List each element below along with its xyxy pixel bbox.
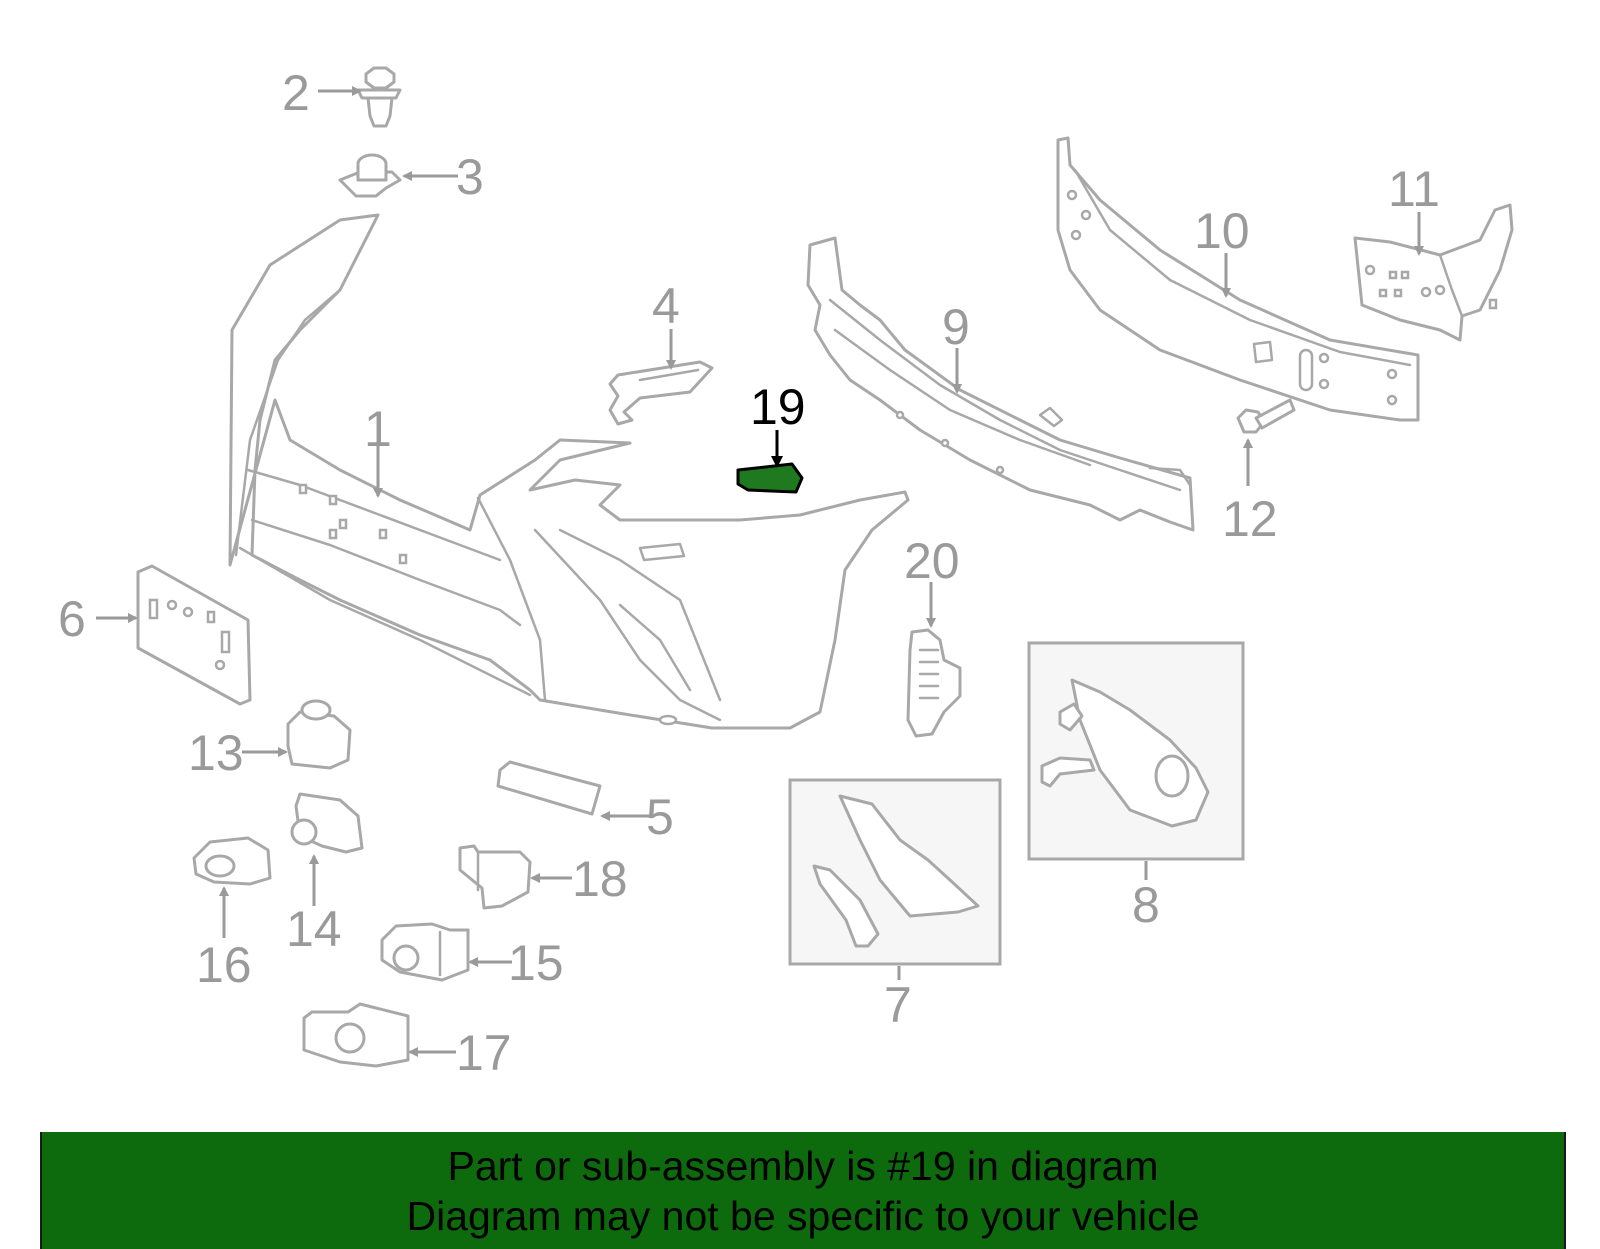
part-19-highlighted[interactable] [736,462,804,494]
callout-10[interactable]: 10 [1194,203,1250,259]
parts-diagram: 1 2 3 4 5 6 7 8 9 10 11 12 13 14 15 16 1… [58,65,1514,1081]
part-15-sensor-holder[interactable] [380,922,470,982]
callout-8[interactable]: 8 [1132,877,1160,933]
callout-1[interactable]: 1 [364,401,392,457]
callout-2[interactable]: 2 [282,65,310,121]
part-2-bolt[interactable] [356,66,402,128]
part-16-sensor[interactable] [192,836,272,886]
callout-5[interactable]: 5 [646,789,674,845]
part-4-bracket[interactable] [608,360,714,426]
banner-line-part-info: Part or sub-assembly is #19 in diagram [447,1142,1159,1189]
part-9-absorber[interactable] [806,236,1195,532]
callout-labels: 1 2 3 4 5 6 7 8 9 10 11 12 13 14 15 16 1… [58,65,1440,1081]
banner-line-disclaimer: Diagram may not be specific to your vehi… [406,1192,1200,1239]
part-20-sensor[interactable] [906,628,962,738]
part-10-reinforcement-beam[interactable] [1056,136,1420,422]
callout-16[interactable]: 16 [196,937,252,993]
callout-15[interactable]: 15 [508,935,564,991]
callout-18[interactable]: 18 [572,851,628,907]
part-6-plate-bracket[interactable] [136,564,252,706]
callout-7[interactable]: 7 [884,977,912,1033]
callout-4[interactable]: 4 [652,278,680,334]
part-18-bracket[interactable] [458,844,532,910]
part-5-strip[interactable] [496,760,602,816]
part-1-bumper-cover[interactable] [228,213,910,730]
callout-arrows [96,86,1424,1057]
info-banner: Part or sub-assembly is #19 in diagram D… [40,1132,1566,1249]
callout-9[interactable]: 9 [942,299,970,355]
inset-box-part-7[interactable] [788,778,1002,966]
part-13-sensor-retainer[interactable] [286,699,352,770]
part-14-sensor[interactable] [290,792,364,854]
callout-19-highlighted[interactable]: 19 [750,379,806,435]
callout-13[interactable]: 13 [188,725,244,781]
part-12-bolt[interactable] [1236,398,1296,434]
callout-12[interactable]: 12 [1222,491,1278,547]
callout-20[interactable]: 20 [904,533,960,589]
part-3-clip-nut[interactable] [338,153,402,198]
callout-14[interactable]: 14 [286,901,342,957]
part-11-bracket[interactable] [1353,203,1514,342]
callout-11[interactable]: 11 [1388,161,1440,217]
part-17-retainer[interactable] [302,1002,410,1068]
callout-3[interactable]: 3 [456,149,484,205]
callout-6[interactable]: 6 [58,591,86,647]
inset-box-part-8[interactable] [1027,641,1245,861]
callout-17[interactable]: 17 [456,1025,512,1081]
